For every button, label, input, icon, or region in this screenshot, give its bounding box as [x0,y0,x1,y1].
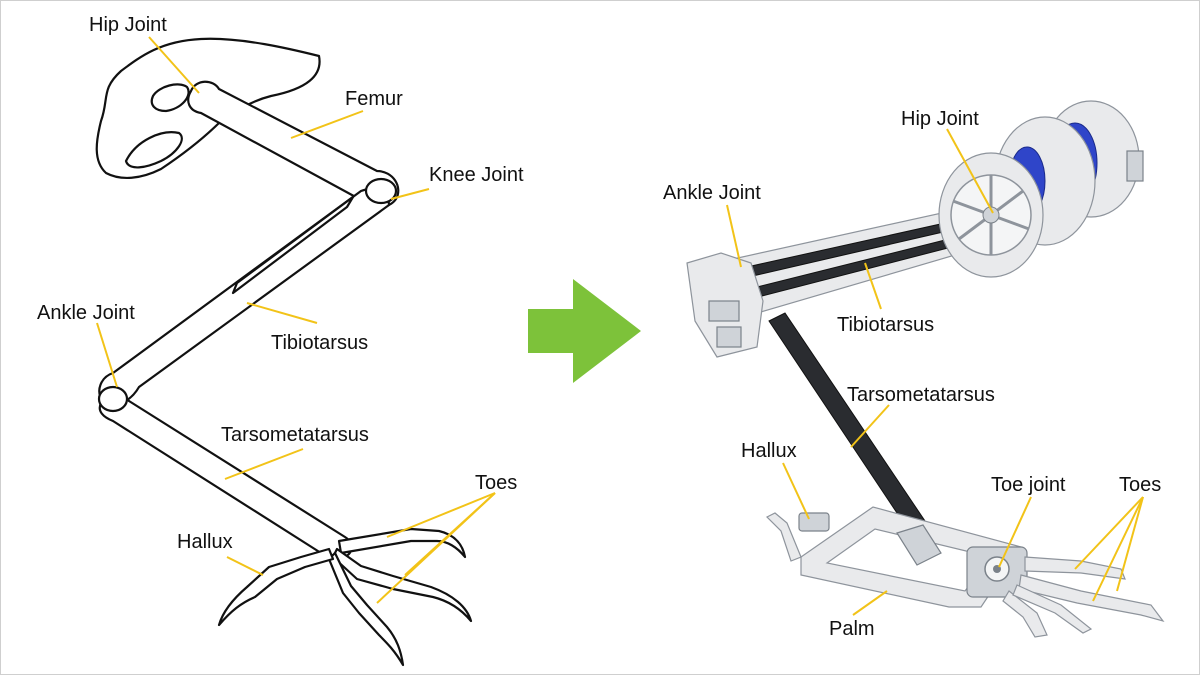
right-label-tibiotarsus: Tibiotarsus [837,314,934,336]
robot-hallux-segment [798,512,830,532]
tibiotarsus-bone [98,188,391,407]
left-leader-lines [96,36,496,604]
right-arrow-icon [528,279,641,383]
left-label-tibiotarsus: Tibiotarsus [271,332,368,354]
front-toe-3 [327,551,405,667]
left-label-knee-joint: Knee Joint [429,164,524,186]
right-label-hip-joint: Hip Joint [901,108,979,130]
ankle-joint-blob [97,385,129,413]
robot-hip-motor [938,100,1144,278]
robotic-leg [686,100,1165,638]
robot-hallux [765,512,802,562]
robot-ankle-mount [896,524,942,566]
pelvis-hole-lower [124,131,183,169]
pelvis-hole-upper [150,83,190,113]
right-leader-lines [726,128,1144,616]
left-label-ankle-joint: Ankle Joint [37,302,135,324]
fibula-bone [231,195,355,295]
bird-leg-skeleton [95,37,473,667]
hallux-bone [217,547,335,627]
right-label-toe-joint: Toe joint [991,474,1066,496]
robot-ankle-block-2 [716,326,742,348]
robot-tarsometatarsus-rod [768,312,926,532]
right-label-tarsometatarsus: Tarsometatarsus [847,384,995,406]
left-label-femur: Femur [345,88,403,110]
robot-front-toes [1002,556,1165,638]
femur-bone [187,80,400,208]
left-label-toes: Toes [475,472,517,494]
left-label-tarsometatarsus: Tarsometatarsus [221,424,369,446]
right-label-ankle-joint: Ankle Joint [663,182,761,204]
left-label-hallux: Hallux [177,531,233,553]
right-labels: Hip Joint Ankle Joint Tibiotarsus Tarsom… [663,108,1161,640]
right-label-hallux: Hallux [741,440,797,462]
left-label-hip-joint: Hip Joint [89,14,167,36]
left-labels: Hip Joint Femur Knee Joint Ankle Joint T… [37,14,524,553]
right-label-toes: Toes [1119,474,1161,496]
robot-ankle-block [708,300,740,322]
right-label-palm: Palm [829,618,875,640]
knee-joint-blob [364,177,398,205]
front-toe-2 [331,547,473,623]
robot-toe-joint-hub [966,546,1028,598]
front-toe-1 [337,527,467,559]
